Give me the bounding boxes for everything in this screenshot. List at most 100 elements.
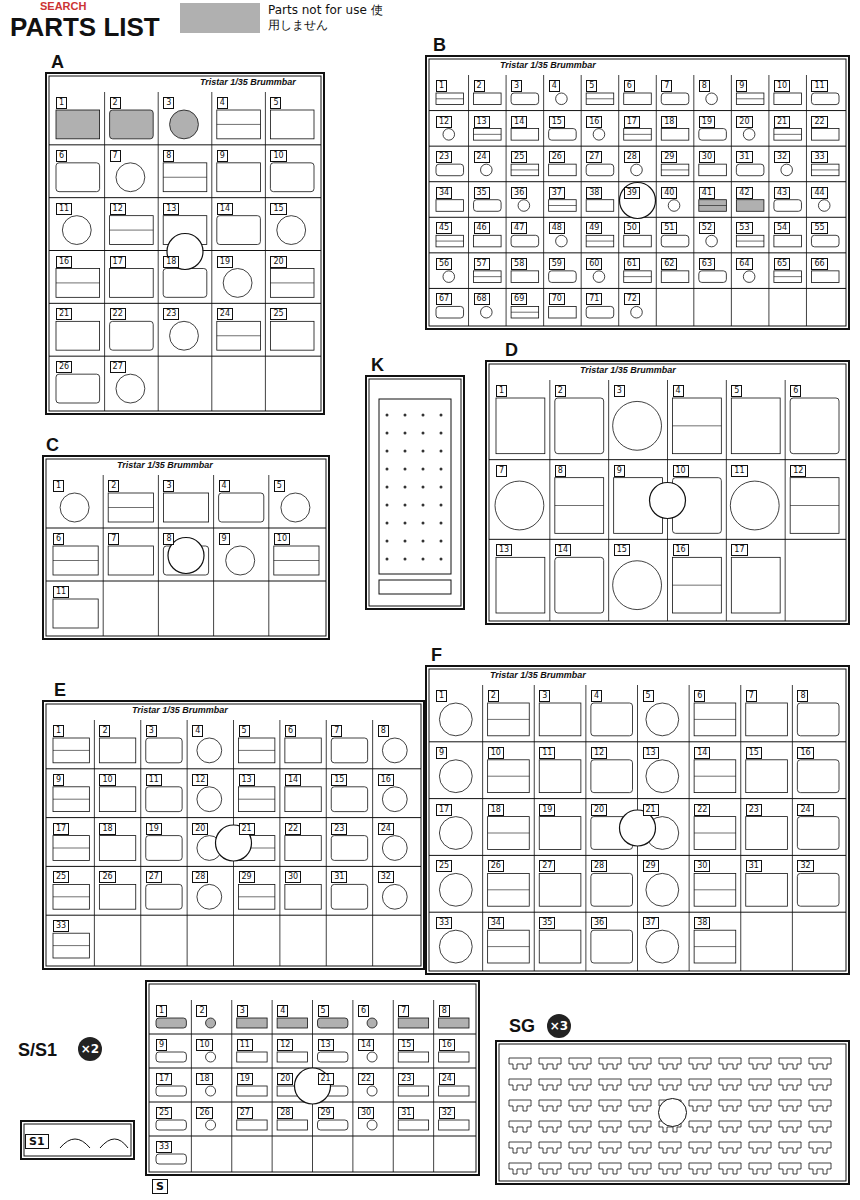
part-number: 15 [331,774,347,786]
track-link [689,1100,711,1111]
track-link [689,1121,711,1132]
part-outline [555,398,604,454]
part-number: 8 [797,690,808,702]
rivet [422,468,425,471]
part-number: 15 [398,1039,414,1051]
part-number: 13 [496,544,512,556]
part-number: 7 [331,725,342,737]
part-number: 69 [511,293,527,305]
sprue-runner [585,685,586,971]
part-number: 18 [488,804,504,816]
track-link [689,1079,711,1090]
part-outline [237,1086,267,1096]
track-link [719,1163,741,1174]
part-outline [591,703,633,736]
part-outline [811,271,839,283]
track-link [539,1100,561,1111]
part-number: 5 [643,690,654,702]
part-number: 8 [163,533,174,545]
part-number: 9 [217,150,228,162]
part-number: 13 [643,747,659,759]
track-link [599,1058,621,1069]
part-detail [694,833,736,834]
part-outline [694,873,736,906]
part-outline [197,738,222,763]
sprue-runner [46,459,326,636]
part-number: 54 [774,222,790,234]
sprue-runner [429,252,846,253]
part-number: 3 [237,1005,248,1017]
part-outline [53,836,89,861]
part-number: 38 [694,917,710,929]
part-number: 60 [586,258,602,270]
track-link [509,1121,531,1132]
part-detail [239,750,275,751]
part-number: 34 [488,917,504,929]
part-detail [436,241,464,242]
part-number: 10 [196,1039,212,1051]
track-link [509,1079,531,1090]
part-number: 22 [110,308,126,320]
sprue-runner [24,1124,131,1156]
part-outline [163,493,208,522]
watermark: SEARCH [40,0,86,12]
part-number: 9 [736,80,747,92]
track-link [719,1121,741,1132]
rivet [440,486,443,489]
part-detail [274,560,319,561]
sprue-frame: ETristar 1/35 Brummbar123456789101112131… [42,700,425,970]
part-number: 16 [586,116,602,128]
part-number: 30 [699,151,715,163]
sprue-tag: S1 [25,1134,49,1149]
part-number: 4 [192,725,203,737]
part-outline [53,787,89,812]
track-link [539,1058,561,1069]
track-link [749,1163,771,1174]
track-link [809,1058,831,1069]
part-outline [511,271,539,283]
part-number: 3 [146,725,157,737]
part-outline [481,306,493,318]
part-number: 32 [797,860,813,872]
part-outline [197,787,222,812]
track-link [689,1163,711,1174]
part-number: 10 [270,150,286,162]
part-number: 10 [99,774,115,786]
part-outline [539,703,581,736]
part-number: 41 [699,187,715,199]
part-outline [496,398,545,454]
part-detail [488,889,530,890]
part-outline [661,235,689,247]
part-number: 56 [436,258,452,270]
part-number: 11 [237,1039,253,1051]
part-detail [239,896,275,897]
part-detail [586,241,614,242]
part-number: 14 [358,1039,374,1051]
part-detail [736,241,764,242]
part-outline [436,93,464,105]
part-outline [217,163,261,192]
part-outline [318,1120,348,1130]
rivet [422,522,425,525]
part-number: 21 [318,1073,334,1085]
part-detail [624,276,652,277]
sprue-frame: ATristar 1/35 Brummbar123456789101112131… [45,72,325,415]
part-number: 55 [811,222,827,234]
part-number: 21 [239,823,255,835]
part-outline [511,306,539,318]
part-outline [99,884,135,909]
sprue-runner [543,75,544,326]
part-number: 68 [474,293,490,305]
part-number: 19 [699,116,715,128]
part-outline [439,703,472,736]
track-link [659,1142,681,1153]
sprue-runner [46,704,421,966]
part-number: 25 [53,871,69,883]
part-number: 20 [270,256,286,268]
part-outline [277,216,306,245]
part-outline [382,884,407,909]
sprue-runner [211,92,212,411]
part-number: 2 [488,690,499,702]
part-outline [436,306,464,318]
rivet [386,522,389,525]
